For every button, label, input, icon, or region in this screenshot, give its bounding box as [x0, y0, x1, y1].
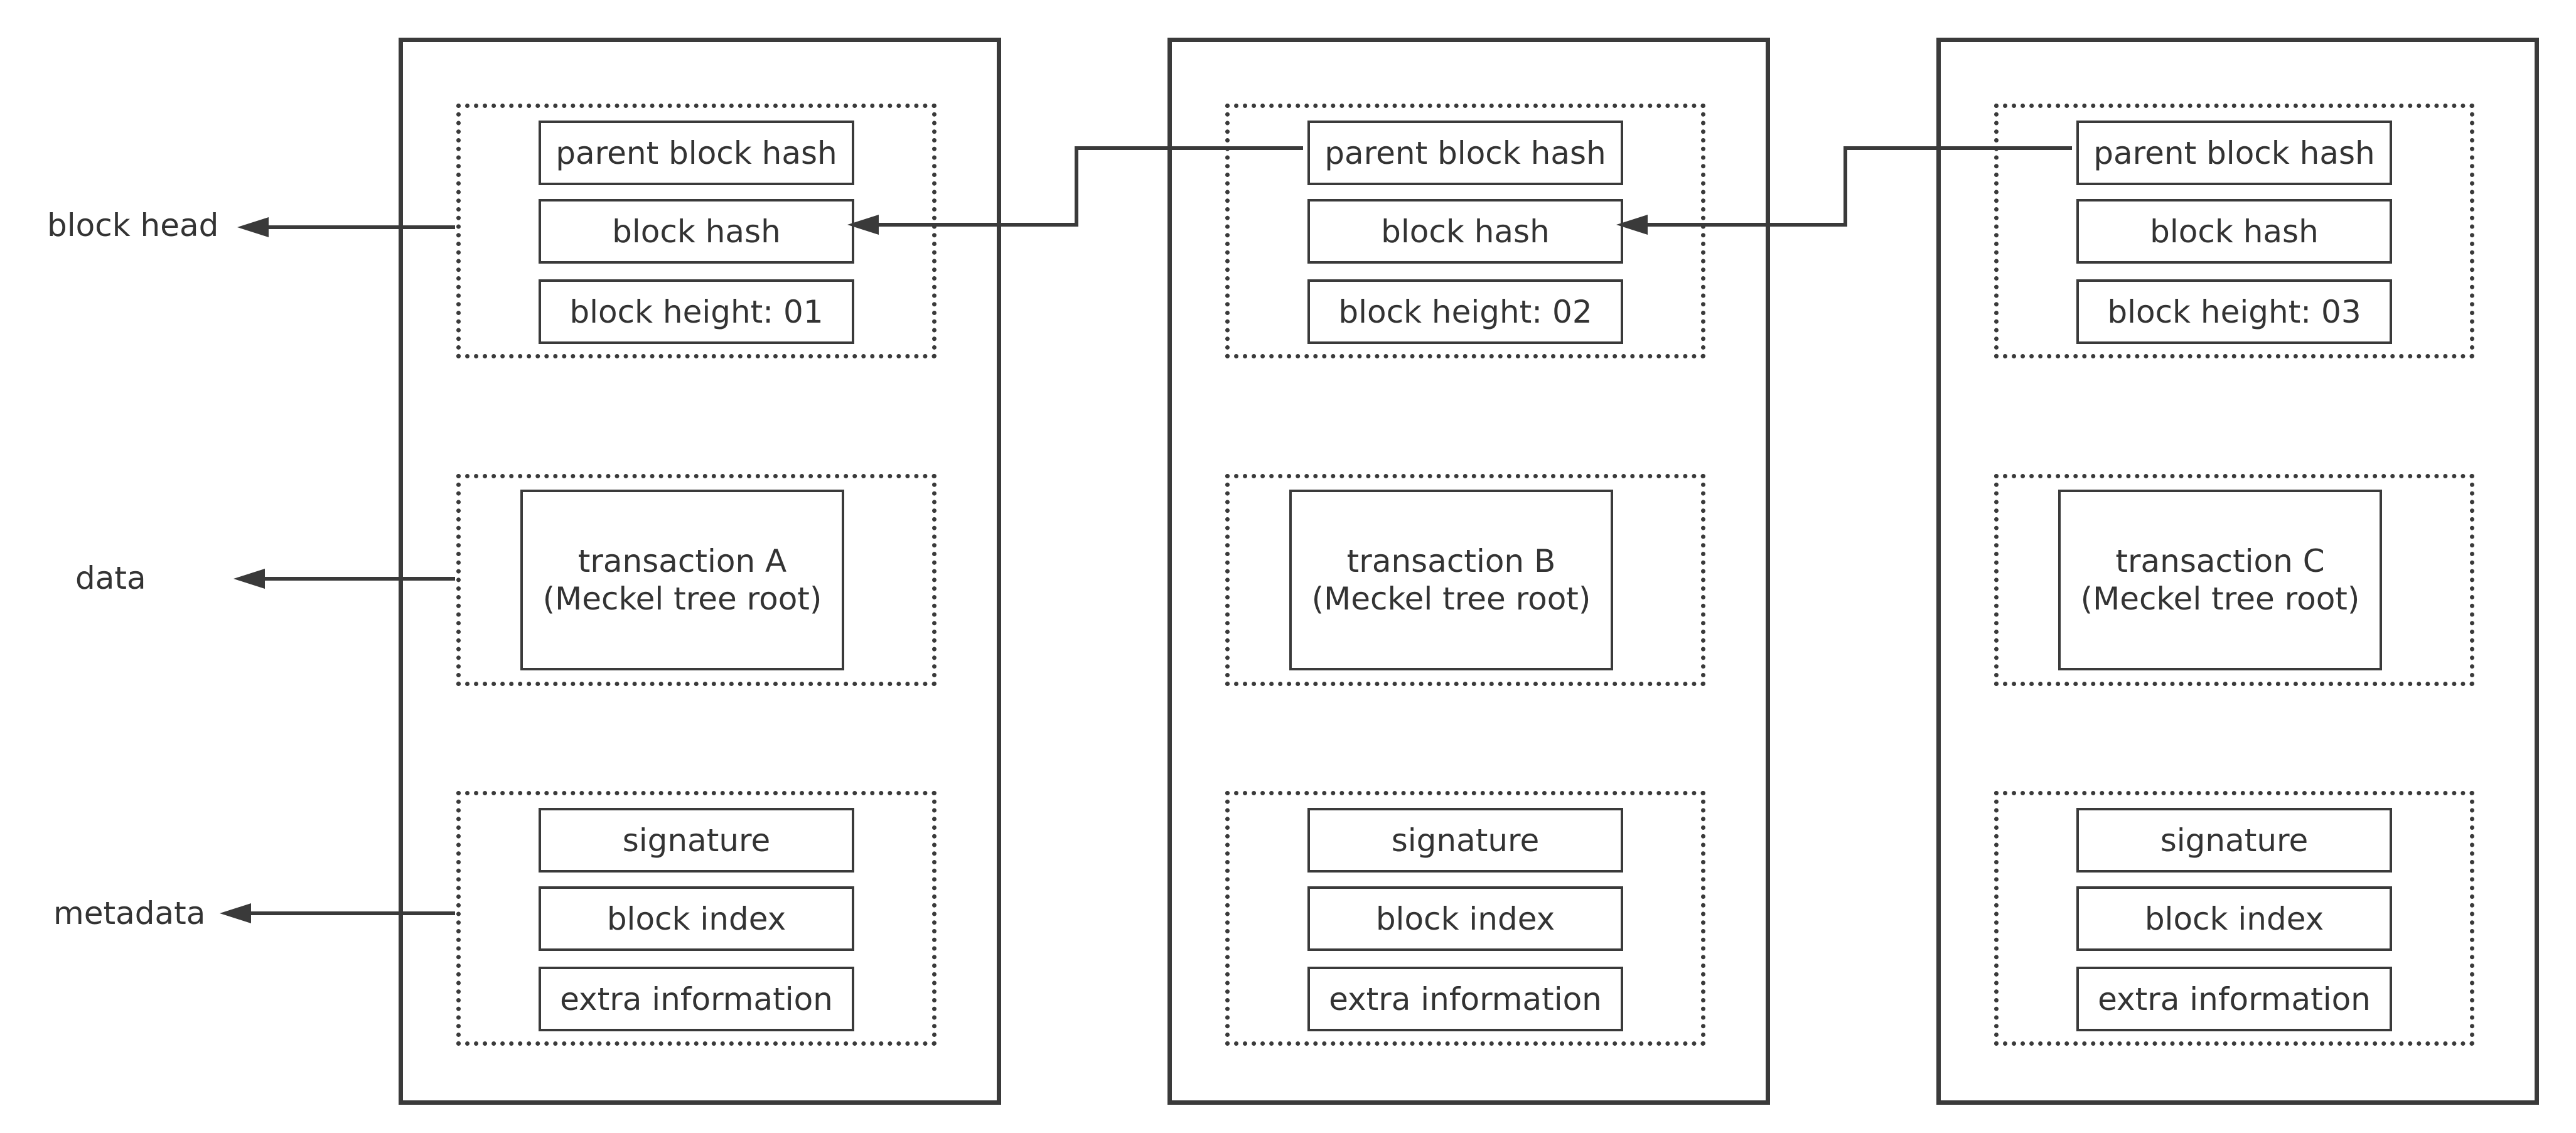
metadata-section: signature block index extra information [1225, 791, 1705, 1046]
block-head-section: parent block hash block hash block heigh… [1994, 104, 2474, 358]
tree-root-label: (Meckel tree root) [1311, 581, 1591, 617]
block-height-field: block height: 01 [539, 279, 854, 344]
block-height-field: block height: 02 [1307, 279, 1623, 344]
extra-information-field: extra information [1307, 967, 1623, 1031]
data-section: transaction C (Meckel tree root) [1994, 474, 2474, 686]
parent-block-hash-field: parent block hash [539, 121, 854, 185]
tree-root-label: (Meckel tree root) [2080, 581, 2360, 617]
block-hash-field: block hash [539, 199, 854, 264]
tree-root-label: (Meckel tree root) [542, 581, 822, 617]
transaction-box: transaction B (Meckel tree root) [1289, 490, 1613, 670]
block-index-field: block index [539, 886, 854, 951]
parent-block-hash-field: parent block hash [2076, 121, 2392, 185]
block-2: parent block hash block hash block heigh… [1167, 38, 1770, 1105]
data-arrowhead [233, 569, 265, 589]
parent-block-hash-field: parent block hash [1307, 121, 1623, 185]
block-height-field: block height: 03 [2076, 279, 2392, 344]
transaction-label: transaction A [577, 543, 787, 579]
metadata-label: metadata [53, 895, 206, 932]
block-1: parent block hash block hash block heigh… [399, 38, 1001, 1105]
extra-information-field: extra information [2076, 967, 2392, 1031]
signature-field: signature [539, 808, 854, 873]
transaction-box: transaction C (Meckel tree root) [2058, 490, 2382, 670]
data-label: data [75, 560, 146, 596]
metadata-section: signature block index extra information [1994, 791, 2474, 1046]
signature-field: signature [2076, 808, 2392, 873]
block-head-section: parent block hash block hash block heigh… [1225, 104, 1705, 358]
block-3: parent block hash block hash block heigh… [1936, 38, 2539, 1105]
extra-information-field: extra information [539, 967, 854, 1031]
data-section: transaction B (Meckel tree root) [1225, 474, 1705, 686]
block-head-section: parent block hash block hash block heigh… [456, 104, 936, 358]
transaction-label: transaction C [2115, 543, 2325, 579]
metadata-arrowhead [220, 903, 251, 923]
data-section: transaction A (Meckel tree root) [456, 474, 936, 686]
block-hash-field: block hash [2076, 199, 2392, 264]
transaction-box: transaction A (Meckel tree root) [520, 490, 844, 670]
transaction-label: transaction B [1346, 543, 1556, 579]
block-index-field: block index [2076, 886, 2392, 951]
block-head-label: block head [47, 207, 219, 244]
block-index-field: block index [1307, 886, 1623, 951]
block-hash-field: block hash [1307, 199, 1623, 264]
block-head-arrowhead [237, 217, 269, 237]
signature-field: signature [1307, 808, 1623, 873]
metadata-section: signature block index extra information [456, 791, 936, 1046]
